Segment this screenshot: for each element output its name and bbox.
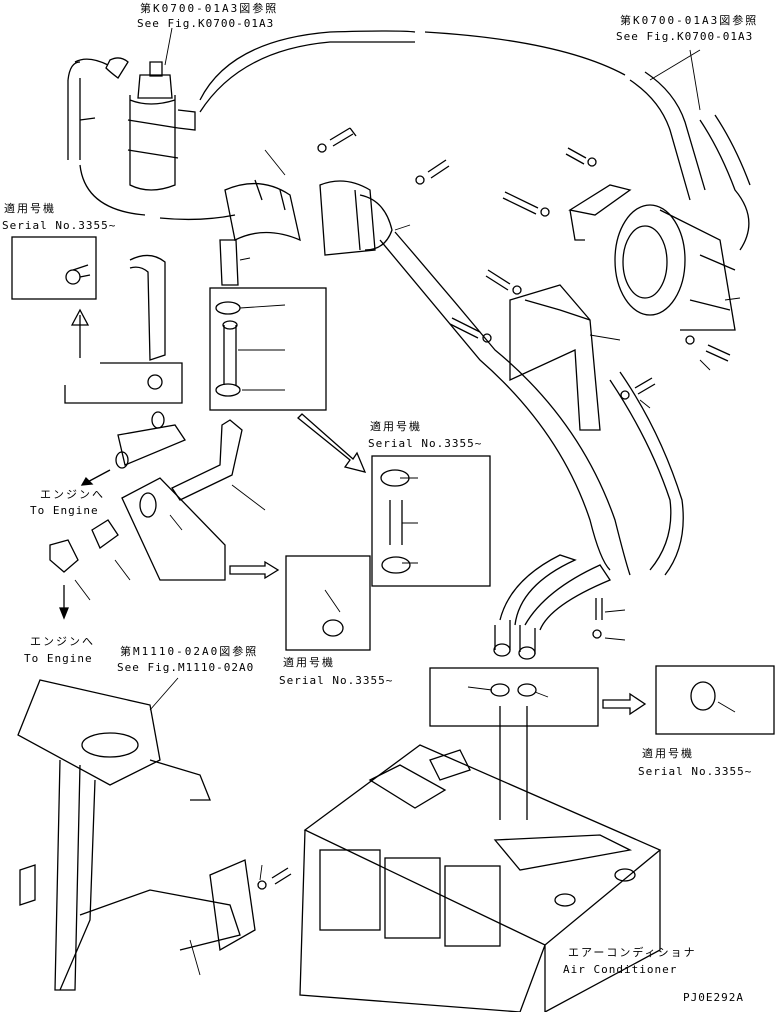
valve-icon — [115, 411, 186, 469]
clamp-icon — [490, 683, 537, 697]
serial-box-2 — [371, 455, 491, 587]
compressor-icon — [509, 184, 736, 431]
clamp-icon — [215, 301, 241, 397]
arrow-head — [59, 607, 69, 620]
hose-icon — [629, 71, 751, 251]
serial-box-4 — [655, 665, 775, 735]
clamp-panel — [121, 477, 226, 581]
air-conditioner-unit-icon — [299, 744, 662, 1012]
ref-top-left-en: See Fig.K0700-01A3 — [137, 17, 275, 30]
clamp-icon — [690, 681, 716, 711]
arrow-icon — [229, 560, 280, 580]
bracket-icon — [17, 679, 256, 991]
clamp-icon — [147, 374, 163, 390]
arrow-icon — [297, 413, 367, 473]
arrow-head — [80, 476, 94, 486]
ref-top-left-ja: 第K0700-01A3図参照 — [140, 2, 279, 15]
leader-lines — [499, 706, 528, 820]
bolt-icon — [257, 127, 731, 890]
serial-box-1-bracket — [64, 362, 183, 404]
serial-4-ja: 適用号機 — [642, 747, 694, 760]
receiver-drier-icon — [67, 57, 196, 191]
serial-box-1 — [11, 236, 97, 300]
ref-mid-left-ja: 第M1110-02A0図参照 — [120, 645, 259, 658]
clamp-icon — [65, 264, 91, 285]
fittings-box-4 — [429, 667, 599, 727]
ref-top-right-ja: 第K0700-01A3図参照 — [620, 14, 759, 27]
to-engine-2-ja: エンジンへ — [30, 635, 95, 648]
to-engine-1-ja: エンジンへ — [40, 488, 105, 501]
valve-icon — [49, 519, 119, 573]
fittings-box-1 — [209, 287, 327, 411]
hose-icon — [493, 554, 611, 660]
serial-1-ja: 適用号機 — [4, 202, 56, 215]
serial-3-ja: 適用号機 — [283, 656, 335, 669]
to-engine-2-en: To Engine — [24, 652, 93, 665]
hose-icon — [79, 30, 684, 576]
ref-mid-left-en: See Fig.M1110-02A0 — [117, 661, 255, 674]
serial-2-en: Serial No.3355~ — [368, 437, 483, 450]
serial-1-en: Serial No.3355~ — [2, 219, 117, 232]
to-engine-1-en: To Engine — [30, 504, 99, 517]
ref-top-right-en: See Fig.K0700-01A3 — [616, 30, 754, 43]
hose-icon — [171, 419, 243, 501]
serial-3-en: Serial No.3355~ — [279, 674, 394, 687]
drawing-code: PJ0E292A — [683, 991, 744, 1004]
clamp-icon — [380, 469, 411, 574]
bracket-icon — [219, 179, 393, 286]
arrow-icon — [602, 692, 647, 716]
clamp-icon — [139, 492, 157, 518]
leader-lines — [74, 27, 741, 976]
hose-icon — [129, 254, 166, 361]
air-conditioner-en: Air Conditioner — [563, 963, 678, 976]
serial-2-ja: 適用号機 — [370, 420, 422, 433]
air-conditioner-ja: エアーコンディショナ — [568, 946, 697, 959]
clamp-icon — [322, 619, 344, 637]
serial-box-3 — [285, 555, 371, 651]
arrow-icon — [70, 308, 90, 358]
serial-4-en: Serial No.3355~ — [638, 765, 753, 778]
